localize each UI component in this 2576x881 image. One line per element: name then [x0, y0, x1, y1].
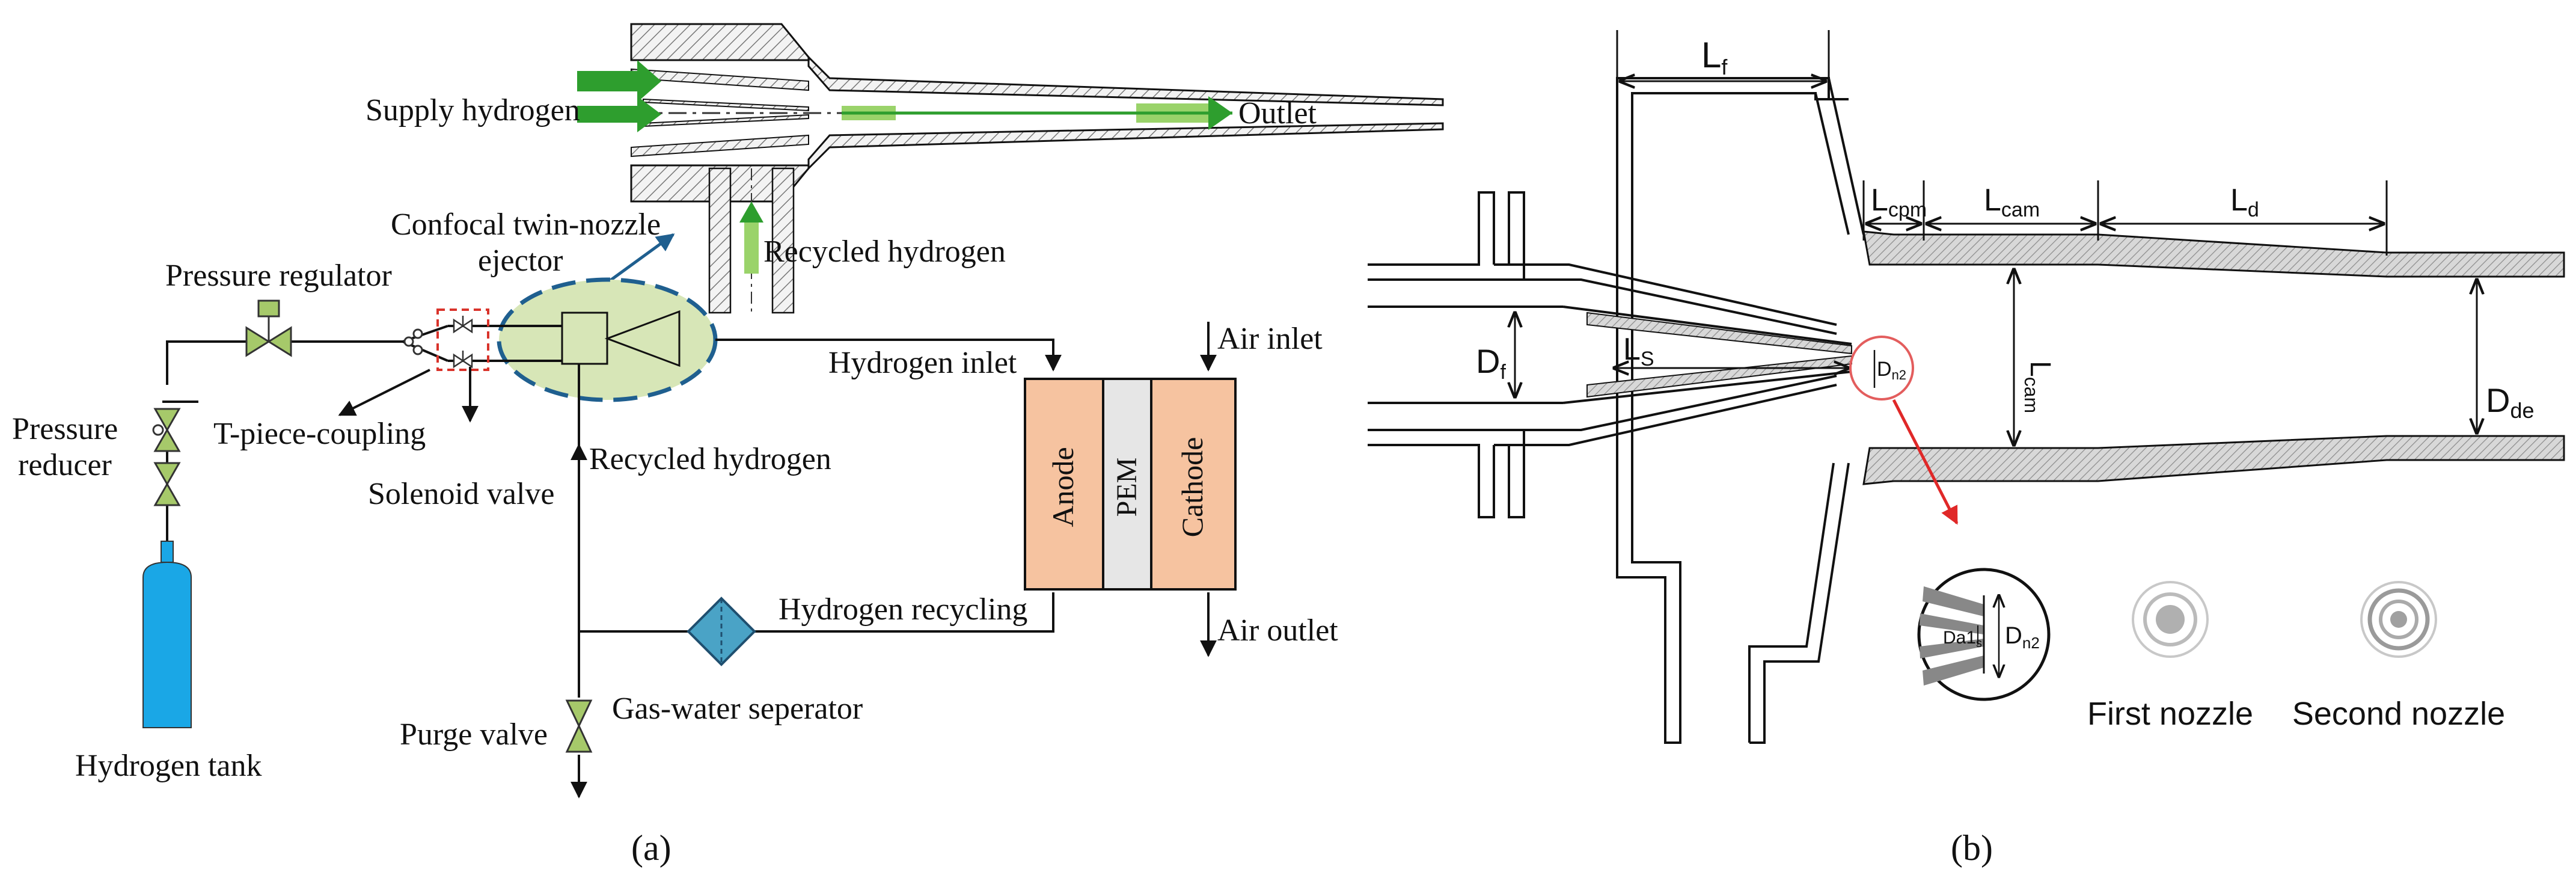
lcam-vertical-label-sub: cam	[2021, 377, 2042, 413]
ejector-cross-section	[601, 23, 1444, 314]
pressure-reducer-label-line1: Pressure	[12, 412, 118, 446]
ejector-symbol	[497, 277, 718, 402]
hydrogen-inlet-label: Hydrogen inlet	[828, 346, 1017, 380]
air-outlet-label: Air outlet	[1217, 613, 1338, 648]
purge-valve-icon	[565, 699, 593, 753]
lcam-label-main: L	[1984, 183, 2001, 218]
dimension-lcpm-lcam-ld	[1862, 180, 2388, 256]
dde-label-main: D	[2486, 381, 2510, 419]
lcam-vertical-label-main: L	[2024, 361, 2056, 377]
df-label-main: D	[1476, 342, 1500, 380]
recycled-hydrogen-label: Recycled hydrogen	[589, 442, 831, 476]
dn2-label: Dn2	[1877, 358, 1906, 382]
dimension-lf	[1616, 30, 1830, 90]
pressure-reducer-valve-icon	[152, 408, 181, 506]
hydrogen-tank-label: Hydrogen tank	[75, 749, 262, 783]
panel-a-caption: (a)	[631, 828, 672, 868]
supply-hydrogen-arrows	[577, 60, 661, 132]
ejector-label-line2: ejector	[478, 244, 563, 278]
recycled-hydrogen-arrow-top	[739, 201, 763, 274]
dn2-inset-label-sub: n2	[2022, 634, 2040, 652]
supply-hydrogen-label: Supply hydrogen	[366, 93, 580, 127]
pressure-regulator-label: Pressure regulator	[165, 259, 392, 293]
solenoid-valve-icon	[436, 309, 489, 371]
lcam-vertical-label: Lcam	[2021, 361, 2056, 413]
callout-red-arrow	[1892, 399, 1959, 525]
ld-label-main: L	[2230, 183, 2248, 218]
lcpm-label-main: L	[1871, 183, 1888, 218]
dde-label-sub: de	[2510, 398, 2534, 423]
air-inlet-label: Air inlet	[1217, 322, 1323, 356]
lcam-label: Lcam	[1984, 183, 2040, 221]
lcpm-label-sub: cpm	[1888, 198, 1927, 221]
purge-valve-label: Purge valve	[400, 717, 548, 752]
panel-a: Supply hydrogen Outlet Recycled hydrogen…	[12, 23, 1444, 868]
lf-label: Lf	[1701, 35, 1728, 79]
cathode-label: Cathode	[1175, 437, 1209, 538]
panel-b: Lf Lcpm Lcam Ld Df LS Dn2 Lcam Dde	[1368, 30, 2565, 868]
ls-label-sub: S	[1641, 348, 1654, 370]
ld-label-sub: d	[2248, 198, 2259, 221]
da1-label-sub: s	[1976, 637, 1982, 650]
da1-label-main: Da1	[1943, 628, 1976, 648]
pressure-reducer-label-line2: reducer	[18, 448, 112, 482]
da1-label: Da1s	[1943, 628, 1982, 650]
first-nozzle-label: First nozzle	[2087, 696, 2253, 732]
df-label-sub: f	[1500, 361, 1506, 384]
lf-label-main: L	[1701, 35, 1721, 75]
ejector-outer-housing	[1616, 77, 1865, 744]
df-label: Df	[1476, 342, 1506, 384]
nozzle-detail-inset	[1917, 568, 2051, 701]
dde-label: Dde	[2486, 381, 2535, 423]
lcam-label-sub: cam	[2001, 198, 2040, 221]
dn2-label-sub: n2	[1892, 367, 1906, 382]
dn2-label-main: D	[1877, 358, 1892, 381]
outlet-arrow	[842, 96, 1232, 130]
nozzle-callout-circle	[1849, 336, 1914, 401]
solenoid-valve-label: Solenoid valve	[368, 477, 555, 511]
fuel-cell	[1024, 378, 1237, 591]
gas-water-separator-icon	[687, 597, 756, 666]
second-nozzle-label: Second nozzle	[2292, 696, 2505, 732]
recycled-hydrogen-top-label: Recycled hydrogen	[763, 235, 1006, 269]
dn2-inset-label-main: D	[2005, 622, 2022, 649]
pem-label: PEM	[1111, 458, 1143, 517]
ld-label: Ld	[2230, 183, 2259, 221]
anode-label: Anode	[1046, 447, 1080, 527]
ejector-label-line1: Confocal twin-nozzle	[391, 207, 661, 242]
outlet-label: Outlet	[1238, 96, 1317, 130]
inlet-nozzle-tubes	[1368, 191, 1852, 518]
pressure-regulator-valve-icon	[245, 299, 292, 357]
lcpm-label: Lcpm	[1871, 183, 1927, 221]
t-piece-coupling-label: T-piece-coupling	[213, 417, 426, 451]
hydrogen-recycling-label: Hydrogen recycling	[779, 592, 1027, 627]
ls-label-main: L	[1623, 332, 1641, 367]
ejector-callout-arrow	[606, 233, 675, 284]
t-piece-coupling-icon	[403, 328, 423, 355]
hydrogen-tank-icon	[142, 541, 192, 728]
dn2-inset-label: Dn2	[2005, 622, 2040, 652]
gas-water-separator-label: Gas-water seperator	[612, 692, 863, 726]
ls-label: LS	[1623, 332, 1654, 370]
lf-label-sub: f	[1721, 55, 1728, 79]
diffuser-walls	[1862, 230, 2565, 485]
second-nozzle-icon	[2360, 581, 2437, 658]
first-nozzle-icon	[2132, 581, 2209, 658]
panel-b-caption: (b)	[1951, 828, 1993, 868]
